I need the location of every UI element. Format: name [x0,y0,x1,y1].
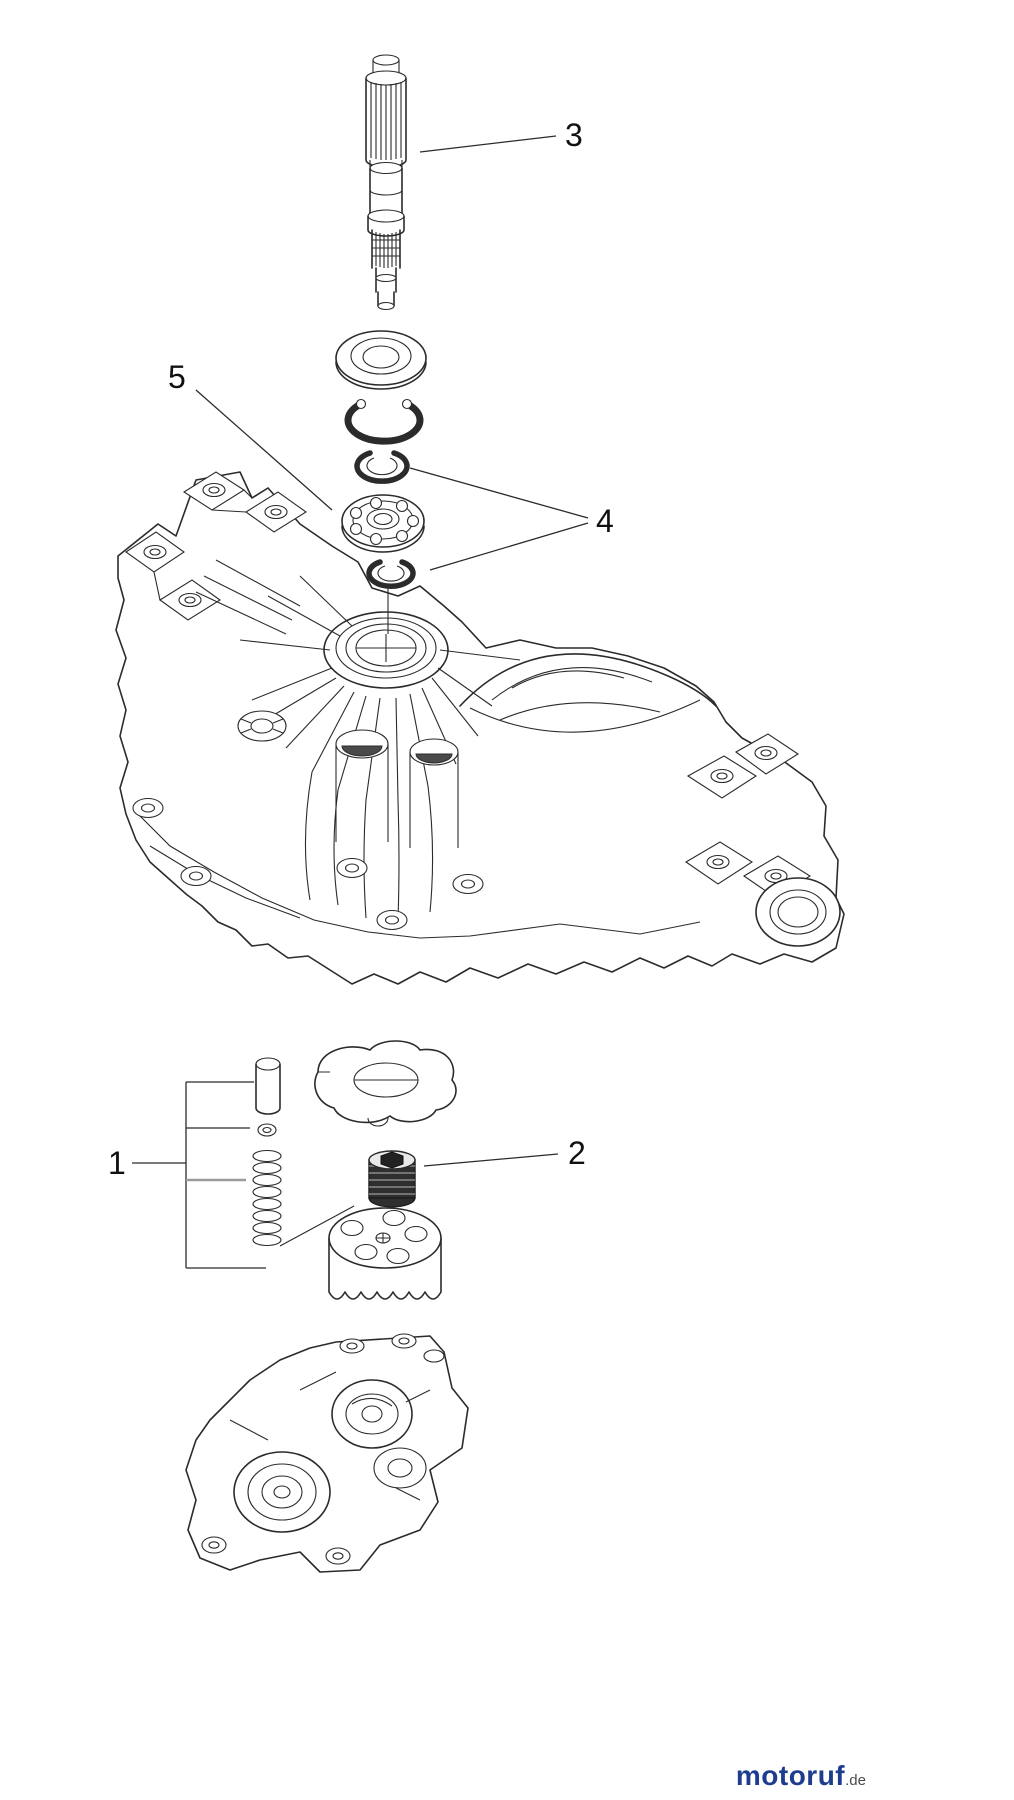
callout-leaders [132,135,589,1269]
e-ring-upper [354,450,410,484]
input-shaft-boss [323,611,449,689]
leader-line-3 [419,135,557,153]
bolt-ears [132,797,484,931]
e-ring-lower [366,559,416,590]
watermark-tld[interactable]: .de [845,1772,866,1789]
housing-dome [459,653,717,733]
callout-labels: 3 5 4 1 2 [108,117,614,1181]
right-flange [684,733,812,899]
ball-bearing-lower [341,494,425,553]
spring-pin [255,1057,281,1115]
valve-cap [314,1040,457,1127]
callout-2: 2 [568,1135,586,1171]
coil-spring [252,1149,282,1247]
transaxle-housing [115,471,845,985]
leader-line-5 [195,389,333,511]
cylinder-block [328,1207,442,1300]
callout-4: 4 [596,503,614,539]
cooling-fins [239,575,521,921]
axle-port [755,877,841,947]
pump-housing [185,1333,469,1573]
washer [257,1123,277,1137]
ball-bearing-upper [335,330,427,390]
assembly-axis-line [279,1205,355,1247]
group-bracket-1 [185,1081,266,1269]
threaded-plug [368,1150,416,1208]
watermark-brand[interactable]: motoruf [735,1760,846,1791]
retaining-ring [344,398,424,445]
leader-line-4b [429,522,589,571]
leader-line-2 [423,1153,559,1167]
callout-3: 3 [565,117,583,153]
callout-1: 1 [108,1145,126,1181]
watermark[interactable]: motoruf.de [736,1760,866,1792]
drive-shaft [365,54,407,311]
leader-line-4a [409,467,589,519]
callout-5: 5 [168,359,186,395]
standoff-towers [335,729,459,848]
